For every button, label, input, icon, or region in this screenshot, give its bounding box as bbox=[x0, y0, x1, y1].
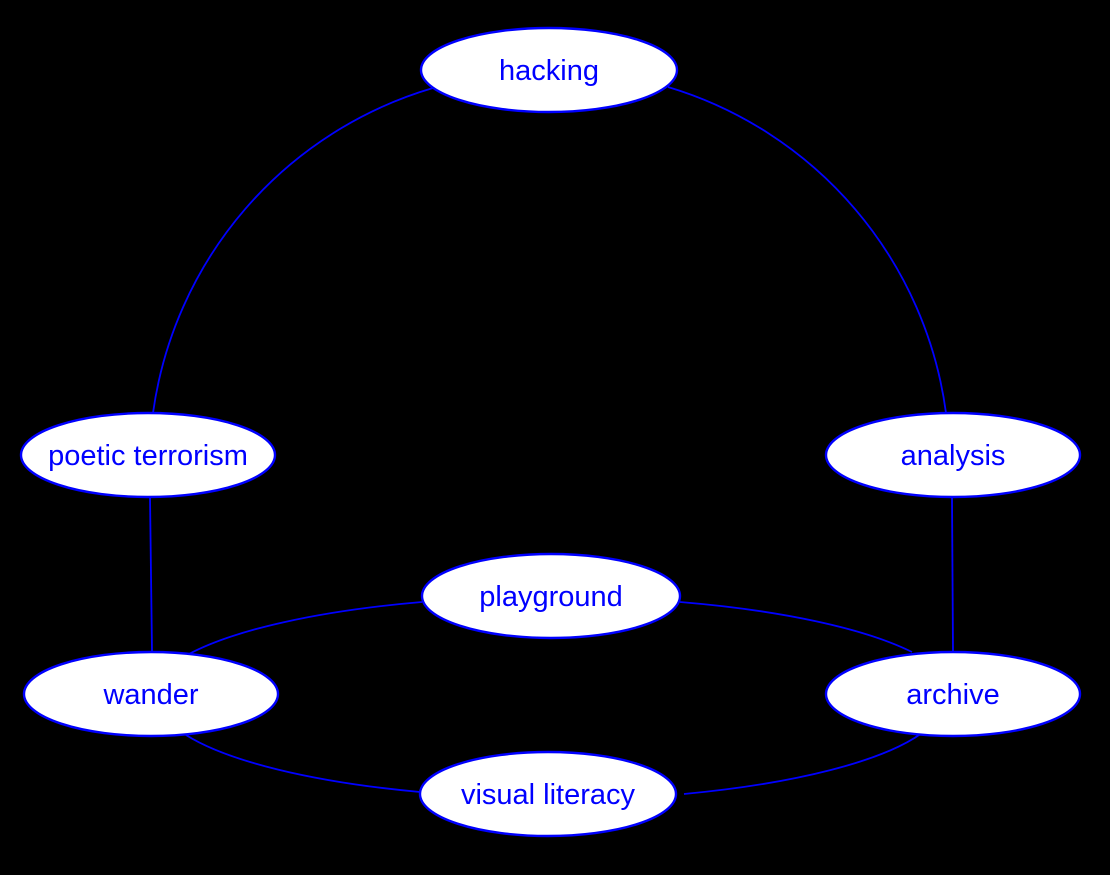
node-ellipse-playground[interactable] bbox=[420, 552, 682, 640]
edge-poetic-terrorism-wander bbox=[149, 496, 153, 653]
node-ellipse-wander[interactable] bbox=[22, 650, 280, 738]
node-wander[interactable]: wander bbox=[22, 650, 280, 738]
edge-hacking-analysis bbox=[667, 86, 947, 414]
node-archive[interactable]: archive bbox=[824, 650, 1082, 738]
node-playground[interactable]: playground bbox=[420, 552, 682, 640]
node-ellipse-visual-literacy[interactable] bbox=[418, 750, 678, 838]
node-label-wander: wander bbox=[102, 679, 198, 711]
node-analysis[interactable]: analysis bbox=[824, 411, 1082, 499]
edge-playground-archive bbox=[679, 601, 913, 653]
edge-hacking-poetic-terrorism bbox=[152, 87, 434, 414]
node-label-playground: playground bbox=[479, 581, 623, 613]
edge-playground-wander bbox=[188, 601, 423, 655]
edge-wander-visual-literacy bbox=[185, 734, 421, 793]
node-label-visual-literacy: visual literacy bbox=[461, 779, 636, 811]
node-ellipse-archive[interactable] bbox=[824, 650, 1082, 738]
node-ellipse-hacking[interactable] bbox=[419, 26, 679, 114]
node-hacking[interactable]: hacking bbox=[419, 26, 679, 114]
node-label-analysis: analysis bbox=[901, 440, 1006, 472]
node-label-poetic-terrorism: poetic terrorism bbox=[48, 440, 248, 472]
node-visual-literacy[interactable]: visual literacy bbox=[418, 750, 678, 838]
edge-visual-literacy-archive bbox=[683, 732, 923, 795]
node-ellipse-poetic-terrorism[interactable] bbox=[19, 411, 277, 499]
node-poetic-terrorism[interactable]: poetic terrorism bbox=[19, 411, 277, 499]
node-label-archive: archive bbox=[906, 679, 1000, 711]
node-ellipse-analysis[interactable] bbox=[824, 411, 1082, 499]
edge-analysis-archive bbox=[951, 496, 954, 653]
node-label-hacking: hacking bbox=[499, 55, 599, 87]
